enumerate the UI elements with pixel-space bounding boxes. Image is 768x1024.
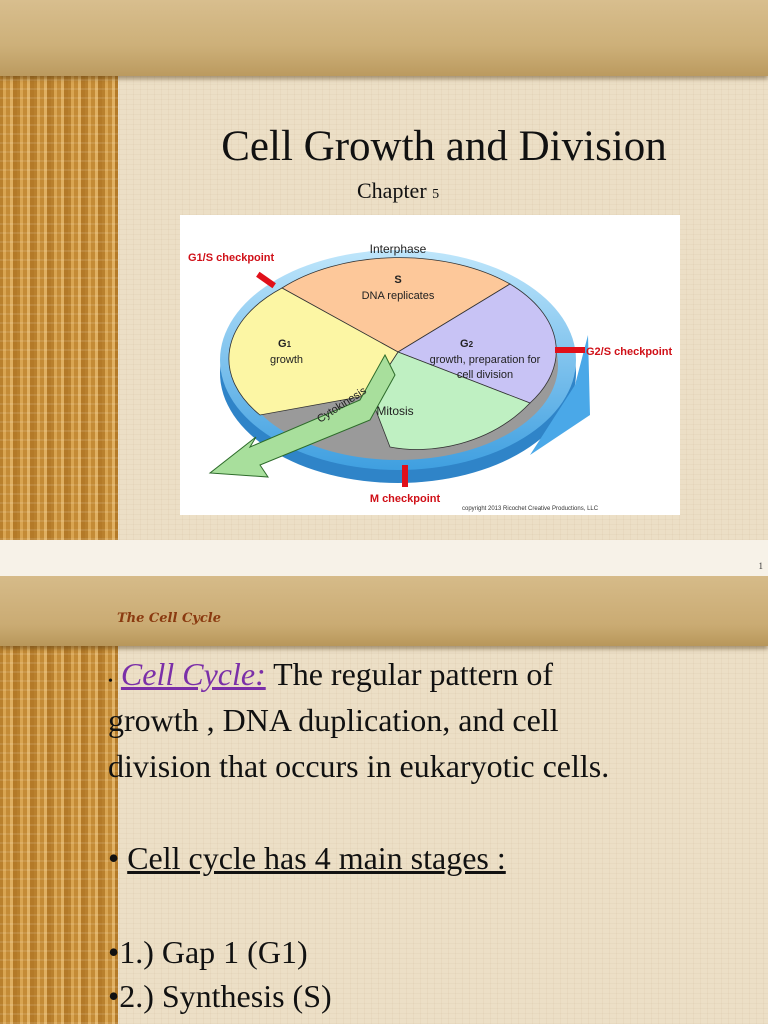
g2-description-1: growth, preparation for: [430, 354, 541, 366]
m-checkpoint-label: M checkpoint: [370, 493, 441, 505]
definition-line-1: • Cell Cycle: The regular pattern of: [108, 656, 553, 693]
slide-title: The Cell Cycle: [117, 611, 221, 626]
chapter-label: Chapter 5: [357, 178, 439, 204]
slide-title: Cell Growth and Division: [221, 123, 667, 170]
g2-description-2: cell division: [457, 369, 513, 381]
g1-label: G1: [278, 338, 292, 350]
slide-background: [0, 576, 768, 1024]
slide-2: The Cell Cycle • Cell Cycle: The regular…: [0, 576, 768, 1024]
g2s-checkpoint-label: G2/S checkpoint: [586, 346, 673, 358]
slide-separator: 1: [0, 540, 768, 576]
g2-label: G2: [460, 338, 474, 350]
stage-item: •1.) Gap 1 (G1): [108, 934, 308, 971]
bullet-glyph: •: [108, 934, 120, 970]
g1-description: growth: [270, 354, 303, 366]
stages-intro: • Cell cycle has 4 main stages :: [108, 840, 506, 877]
chapter-number: 5: [432, 187, 440, 202]
interphase-label: Interphase: [370, 242, 427, 256]
s-phase-wedge: [281, 257, 511, 353]
definition-line-3: division that occurs in eukaryotic cells…: [108, 748, 610, 784]
g1-phase-wedge: [228, 287, 399, 416]
slide-1: Cell Growth and Division Chapter 5: [0, 0, 768, 540]
cell-cycle-svg: Interphase S DNA replicates G1 growth G2…: [188, 242, 673, 512]
g1s-checkpoint-label: G1/S checkpoint: [188, 252, 275, 264]
stage-item: •2.) Synthesis (S): [108, 978, 332, 1015]
definition-text-1: The regular pattern of: [273, 656, 554, 692]
mitosis-label: Mitosis: [376, 404, 413, 418]
definition-line-2: growth , DNA duplication, and cell: [108, 702, 559, 738]
slide-header-bar: [0, 0, 768, 76]
g1s-checkpoint-mark: [256, 271, 276, 289]
g1-subscript: 1: [287, 340, 292, 349]
bullet-glyph: •: [108, 840, 120, 876]
s-label: S: [394, 274, 401, 286]
copyright-text: copyright 2013 Ricochet Creative Product…: [462, 506, 599, 512]
stage-text: 2.) Synthesis (S): [119, 978, 332, 1014]
g2-subscript: 2: [469, 340, 474, 349]
stages-intro-text: Cell cycle has 4 main stages :: [127, 840, 506, 876]
bullet-glyph: •: [108, 674, 113, 689]
wood-panel: [0, 576, 118, 1024]
mitosis-wedge: [369, 351, 531, 450]
g1-letter: G: [278, 338, 287, 350]
g2s-checkpoint-mark: [555, 347, 585, 353]
cell-cycle-diagram: Interphase S DNA replicates G1 growth G2…: [180, 215, 680, 515]
m-checkpoint-mark: [402, 465, 408, 487]
stage-text: 1.) Gap 1 (G1): [119, 934, 308, 970]
g2-letter: G: [460, 338, 469, 350]
ring-arrow: [530, 335, 590, 455]
cytokinesis-arrow: [208, 353, 396, 478]
g2-phase-wedge: [397, 283, 557, 404]
wood-panel: [0, 0, 118, 540]
chapter-word: Chapter: [357, 178, 427, 203]
s-description: DNA replicates: [362, 290, 435, 302]
page-number: 1: [758, 561, 764, 571]
definition-term: Cell Cycle:: [120, 656, 266, 692]
bullet-glyph: •: [108, 978, 120, 1014]
slide-header-bar: [0, 576, 768, 646]
